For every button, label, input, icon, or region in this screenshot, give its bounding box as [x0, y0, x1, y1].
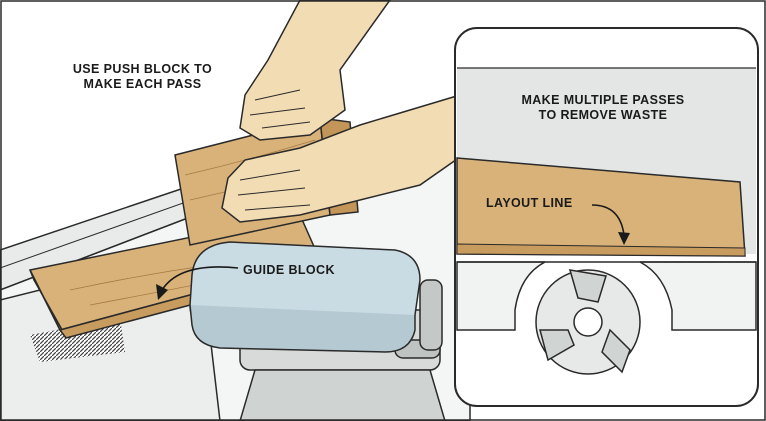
- router-bit: [536, 270, 640, 374]
- passes-label: MAKE MULTIPLE PASSES TO REMOVE WASTE: [478, 93, 728, 123]
- push-block-label-line1: USE PUSH BLOCK TO: [30, 62, 255, 77]
- upper-hand: [240, 0, 390, 140]
- layout-line-label: LAYOUT LINE: [486, 196, 573, 211]
- passes-label-line1: MAKE MULTIPLE PASSES: [478, 93, 728, 108]
- push-block-label: USE PUSH BLOCK TO MAKE EACH PASS: [30, 62, 255, 92]
- push-block-label-line2: MAKE EACH PASS: [30, 77, 255, 92]
- passes-label-line2: TO REMOVE WASTE: [478, 108, 728, 123]
- guide-block-shape: [190, 242, 420, 352]
- guide-block-label: GUIDE BLOCK: [243, 263, 335, 278]
